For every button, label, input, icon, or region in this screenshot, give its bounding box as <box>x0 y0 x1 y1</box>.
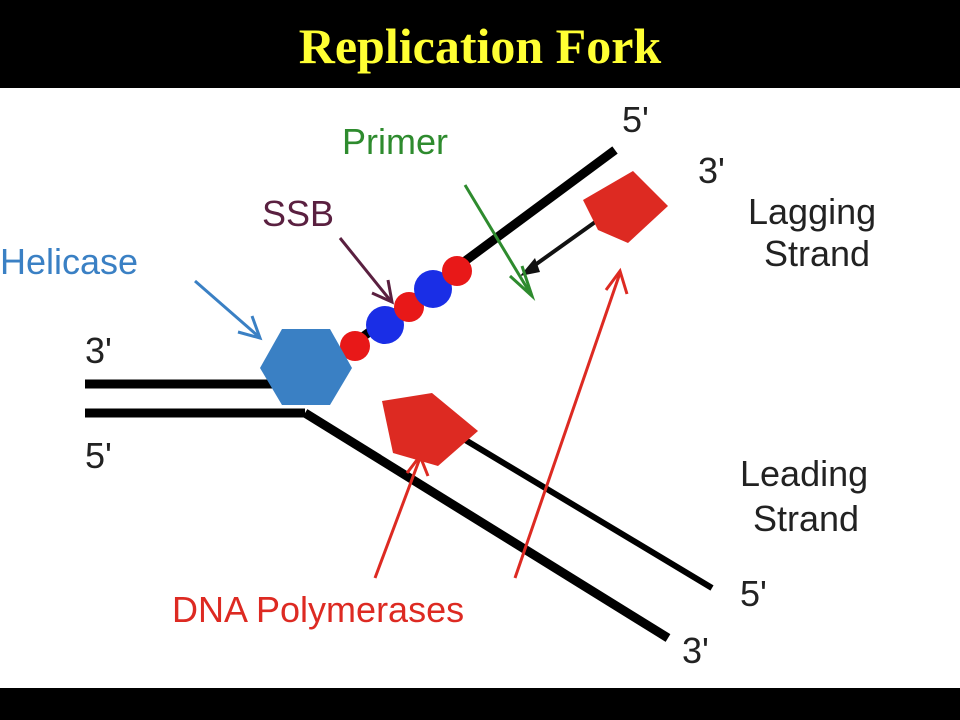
lower-template-strand <box>302 409 671 642</box>
ssb-protein-blue <box>414 270 452 308</box>
primer-label: Primer <box>342 121 448 162</box>
ssb-protein-red <box>394 292 424 322</box>
leading-strand-label-line1: Leading <box>740 453 868 494</box>
ssb-protein-red <box>442 256 472 286</box>
primer-pointer-arrow <box>463 184 536 301</box>
ssb-protein-red <box>340 331 370 361</box>
end-label-lower-strand: 3' <box>682 630 709 671</box>
ssb-pointer-arrow <box>338 237 394 305</box>
lagging-strand-label-line1: Lagging <box>748 191 876 232</box>
end-label-left-bottom: 5' <box>85 435 112 476</box>
replication-fork-diagram: Primer SSB Helicase Lagging Strand Leadi… <box>0 88 960 688</box>
helicase-hexagon <box>260 329 352 405</box>
lagging-polymerase <box>583 171 668 243</box>
helicase-pointer-arrow <box>194 279 263 341</box>
end-label-upper-strand: 5' <box>622 99 649 140</box>
polymerase-pointer-arrows <box>373 267 629 579</box>
dna-polymerases-label: DNA Polymerases <box>172 589 464 630</box>
ssb-label: SSB <box>262 193 334 234</box>
leading-polymerase <box>382 393 478 466</box>
helicase-label: Helicase <box>0 241 138 282</box>
end-label-lagging-new: 3' <box>698 150 725 191</box>
lagging-strand-label-line2: Strand <box>764 233 870 274</box>
end-label-leading-new: 5' <box>740 573 767 614</box>
ssb-protein-blue <box>366 306 404 344</box>
slide-title: Replication Fork <box>298 18 662 74</box>
leading-strand-label-line2: Strand <box>753 498 859 539</box>
leading-new-strand <box>460 435 714 591</box>
end-label-left-top: 3' <box>85 330 112 371</box>
lagging-new-strand <box>526 218 600 272</box>
diagram-canvas: Primer SSB Helicase Lagging Strand Leadi… <box>0 99 876 671</box>
